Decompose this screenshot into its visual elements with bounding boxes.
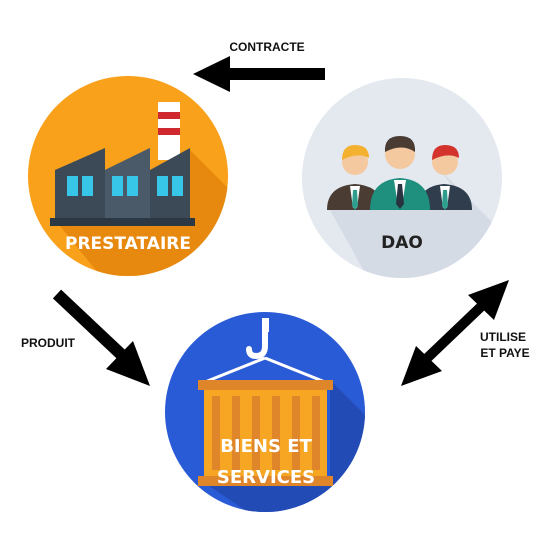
contracte-arrow [193,56,325,92]
dao-title: DAO [381,233,423,253]
prestataire-node: PRESTATAIRE [28,76,228,276]
prestataire-title: PRESTATAIRE [65,234,191,254]
dao-node: DAO [302,78,502,278]
people-icon [327,136,472,210]
biens-node: BIENS ET SERVICES [165,312,365,512]
utilise-label-line2: ET PAYE [480,346,529,360]
produit-arrow [52,289,150,386]
produit-label: PRODUIT [21,336,76,350]
cargo-container-icon [198,318,333,486]
contracte-label: CONTRACTE [229,40,304,54]
biens-title-line1: BIENS ET [220,436,312,457]
biens-title-line2: SERVICES [217,467,315,488]
factory-icon [50,102,195,226]
utilise-arrow [401,280,509,386]
utilise-label-line1: UTILISE [480,330,526,344]
